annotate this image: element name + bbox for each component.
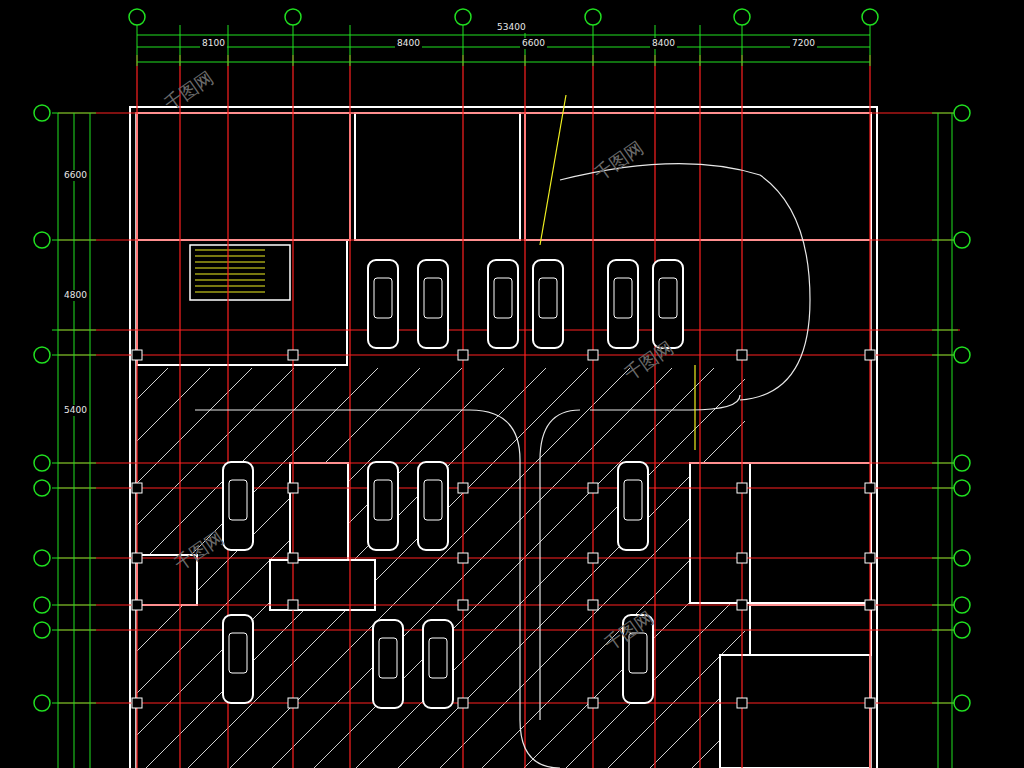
car	[223, 260, 683, 708]
column	[865, 350, 875, 360]
room	[137, 240, 347, 365]
column	[588, 600, 598, 610]
room	[690, 463, 750, 603]
column	[288, 698, 298, 708]
axis-bubble	[34, 9, 970, 711]
column	[737, 483, 747, 493]
column	[288, 553, 298, 563]
dimension-text: 5400	[62, 405, 89, 416]
column	[458, 600, 468, 610]
column	[865, 698, 875, 708]
column	[588, 483, 598, 493]
column	[132, 698, 142, 708]
column	[132, 600, 142, 610]
column	[458, 698, 468, 708]
column	[288, 350, 298, 360]
room	[355, 113, 520, 240]
column	[737, 698, 747, 708]
dimension-text: 6600	[520, 38, 547, 49]
column	[865, 600, 875, 610]
column	[737, 600, 747, 610]
dimension-text: 8100	[200, 38, 227, 49]
watermark: 千图网	[159, 65, 219, 116]
column	[132, 483, 142, 493]
dimension-text: 8400	[395, 38, 422, 49]
dimension-text: 6600	[62, 170, 89, 181]
column	[132, 350, 142, 360]
room	[270, 560, 375, 610]
dimension-text: 8400	[650, 38, 677, 49]
room	[750, 463, 871, 603]
column-grid	[58, 55, 960, 768]
dimension-text: 4800	[62, 290, 89, 301]
dimension-text: 7200	[790, 38, 817, 49]
column	[737, 553, 747, 563]
stair	[190, 245, 290, 300]
column	[458, 483, 468, 493]
column	[588, 553, 598, 563]
column	[458, 553, 468, 563]
drive-lane	[195, 95, 810, 768]
room	[290, 463, 348, 563]
column	[588, 350, 598, 360]
column	[588, 698, 598, 708]
column	[288, 600, 298, 610]
column	[288, 483, 298, 493]
column	[865, 553, 875, 563]
column	[737, 350, 747, 360]
dimension-line	[52, 25, 958, 768]
column	[458, 350, 468, 360]
room	[137, 113, 350, 240]
dimension-text: 53400	[495, 22, 528, 33]
column	[865, 483, 875, 493]
outer-wall	[136, 113, 871, 768]
column	[132, 553, 142, 563]
outer-wall	[130, 107, 877, 768]
